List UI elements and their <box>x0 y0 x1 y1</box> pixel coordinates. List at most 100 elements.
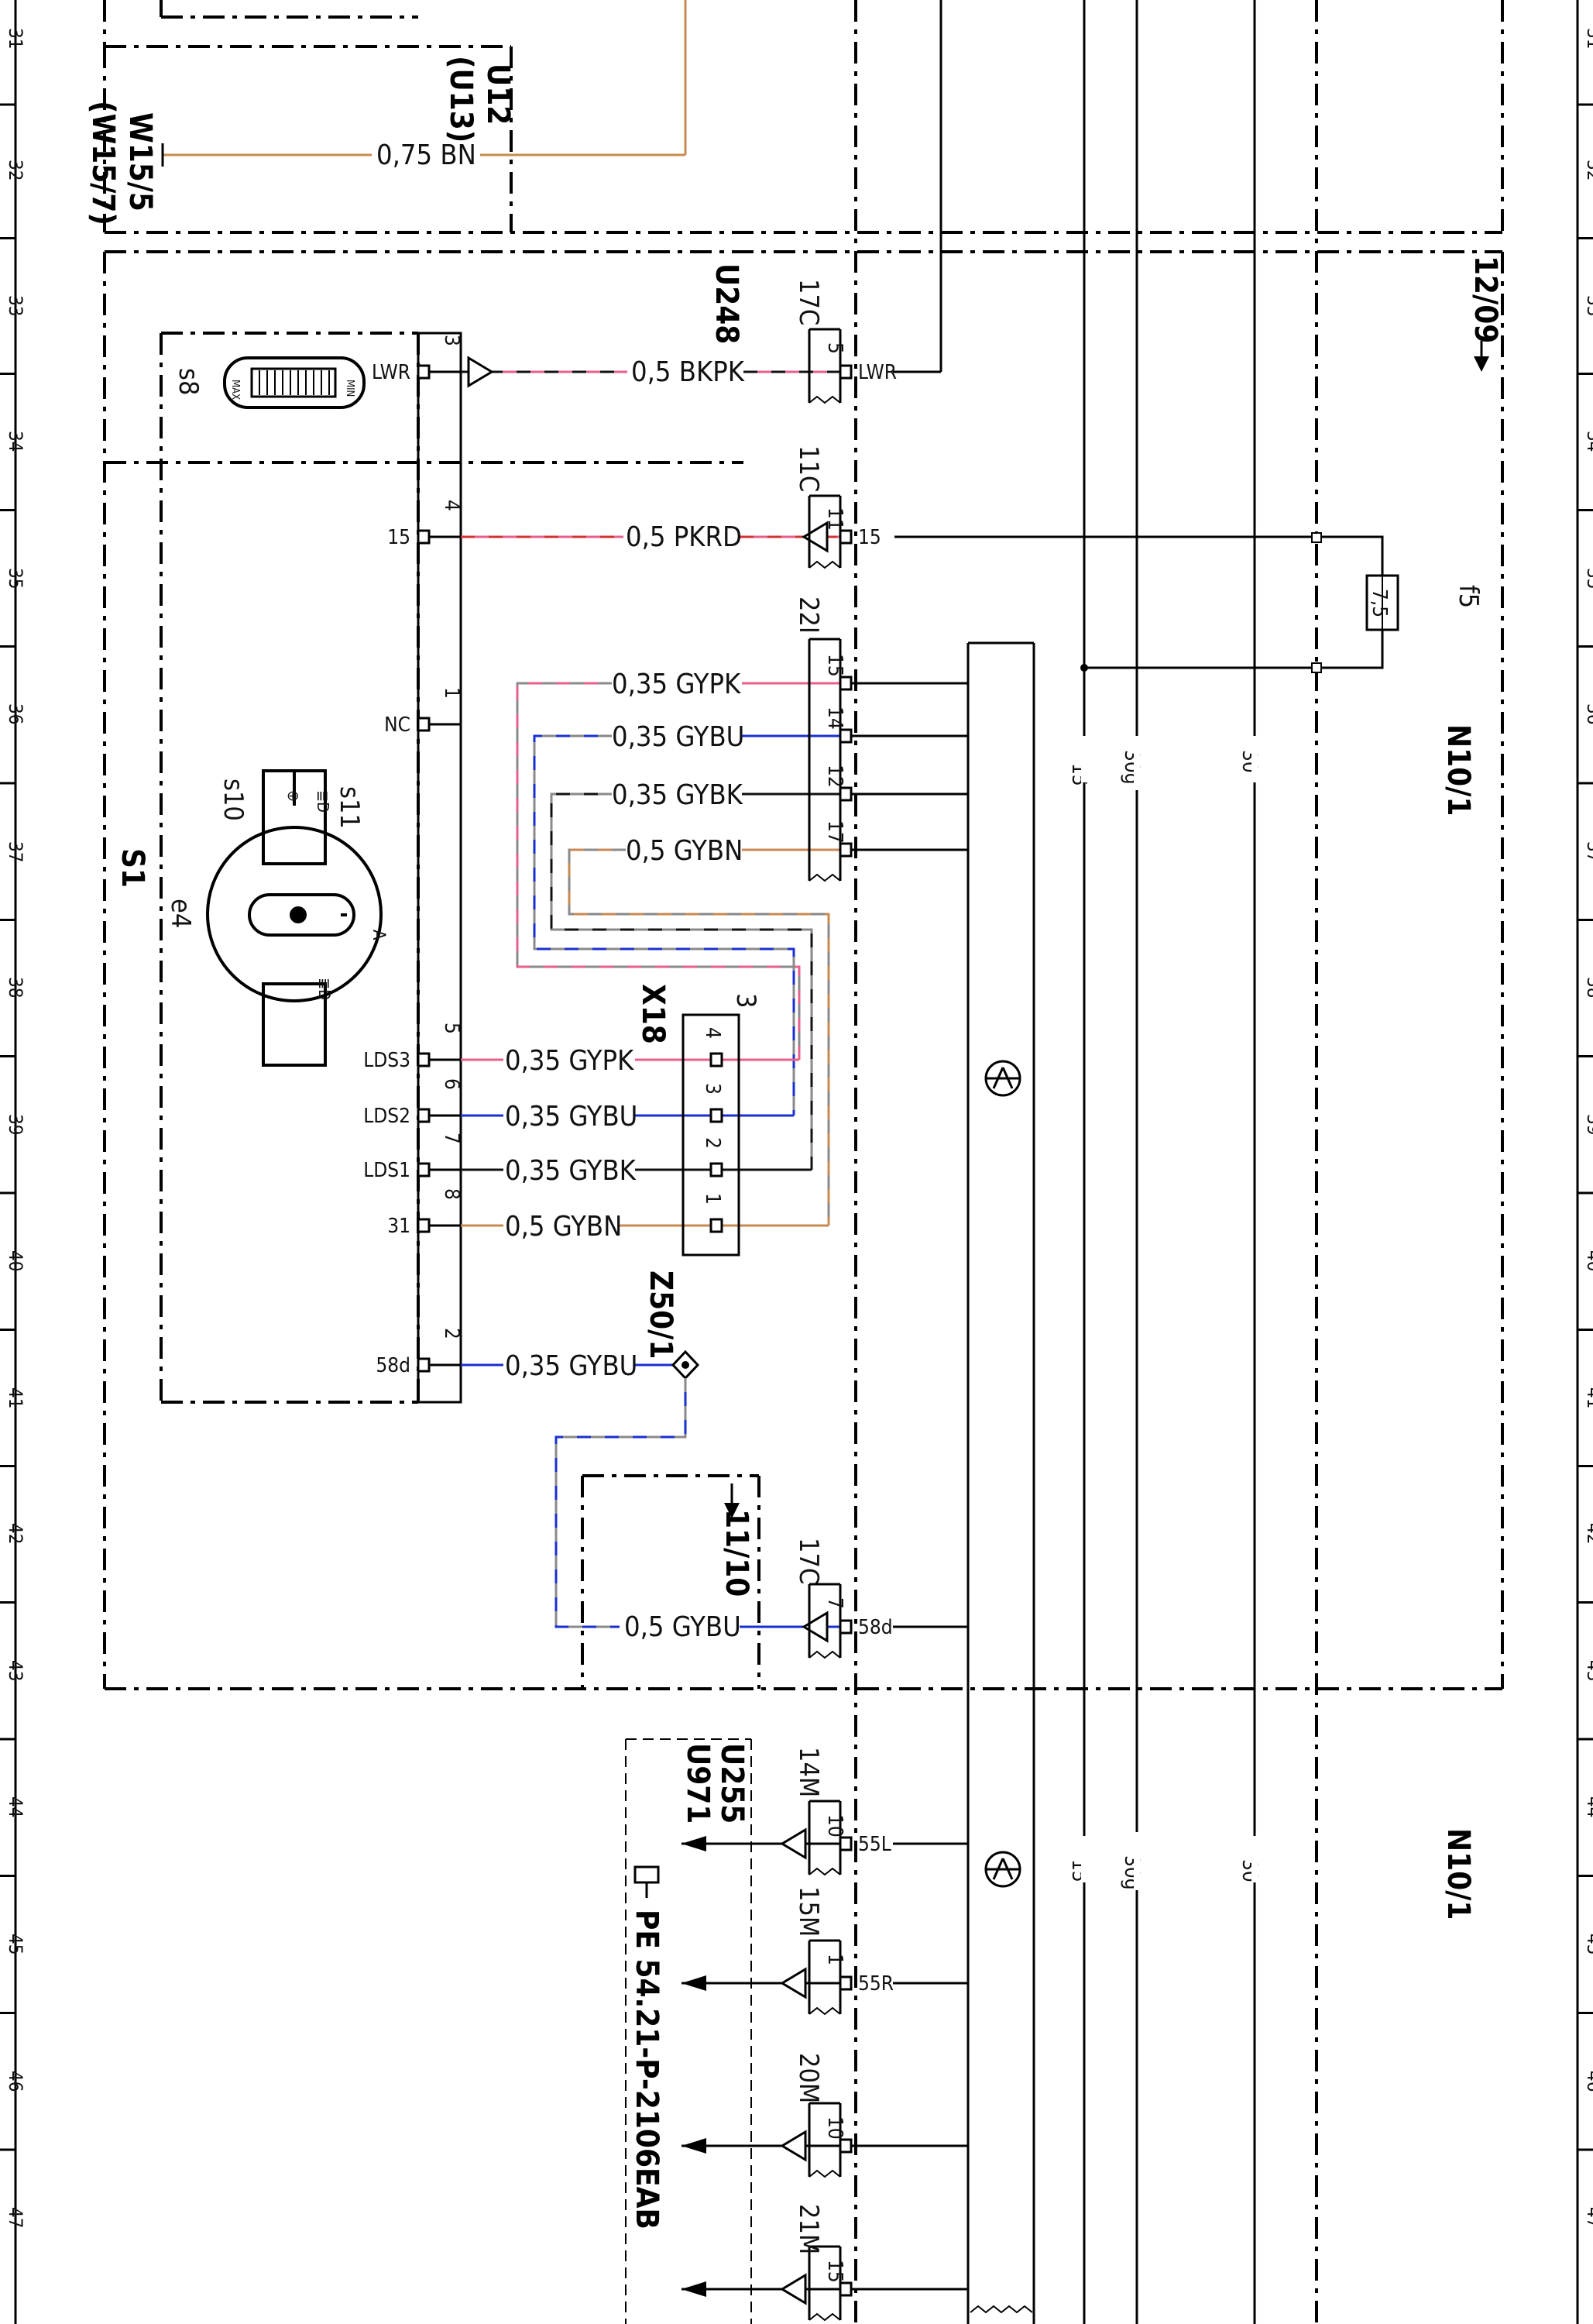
label-x18: X18 <box>635 984 671 1044</box>
ruler-label: 41 <box>5 1387 26 1408</box>
s1-pin-name: LDS1 <box>363 1159 410 1182</box>
u255-box <box>625 1738 752 2324</box>
wire-label: 0,35 GYBU <box>505 1101 637 1133</box>
connector-label: 17C <box>793 279 824 325</box>
s1-pin-name: 15 <box>387 526 410 549</box>
connector-pin-number: 12 <box>823 765 846 788</box>
label-f5: f5 <box>1453 585 1484 608</box>
pin-terminal <box>839 364 853 380</box>
rotary-light-switch-icon <box>206 769 383 1067</box>
pin-terminal <box>417 1357 431 1373</box>
pin-terminal <box>839 2138 853 2154</box>
ruler-label: 42 <box>5 1523 26 1544</box>
svg-text:⊕: ⊕ <box>284 790 303 802</box>
pin-terminal <box>417 364 431 380</box>
connector-pin-number: 17 <box>823 820 846 844</box>
ruler-label: 35 <box>5 568 26 589</box>
bus-labels: 15 30g 30 15 30g 30 <box>1067 750 1261 1890</box>
transistor-icon <box>984 1851 1021 1888</box>
label-u971: U971 <box>680 1743 716 1824</box>
label-z50-1: Z50/1 <box>643 1270 678 1359</box>
wire-label: 0,5 GYBN <box>626 835 743 867</box>
s1-component: S1 s8 s10 s11 e4 MAX MIN <box>115 332 462 1404</box>
svg-text:A: A <box>369 930 388 940</box>
connector-pin-name: 55R <box>858 1972 894 1996</box>
ruler-label: 34 <box>5 431 26 452</box>
pin-terminal <box>417 717 431 732</box>
ruler-label: 33 <box>1583 295 1593 316</box>
label-s11: s11 <box>334 786 365 829</box>
internal-bus-bar <box>966 641 1035 2324</box>
ruler-label: 35 <box>1583 568 1593 589</box>
s1-pin-number: 5 <box>440 1023 463 1034</box>
fuse-value: 7,5 <box>1368 589 1391 617</box>
pin-terminal <box>709 1108 723 1123</box>
ruler-label: 37 <box>5 841 26 862</box>
ruler-label: 39 <box>1583 1114 1593 1135</box>
connector-pin-name: 55L <box>858 1833 891 1856</box>
ruler-label: 39 <box>5 1114 26 1135</box>
ruler-label: 33 <box>5 295 26 316</box>
pin-terminal <box>839 529 853 545</box>
ruler-label: 43 <box>1583 1660 1593 1681</box>
pin-terminal <box>417 529 431 545</box>
fuse-f5: 7,5 f5 <box>894 532 1484 673</box>
connector-label: 22I <box>793 596 824 634</box>
wire-label: 0,35 GYPK <box>505 1045 634 1077</box>
connector-label: 15M <box>793 1886 824 1937</box>
ruler-label: 43 <box>5 1660 26 1681</box>
pin-terminal <box>417 1108 431 1123</box>
ruler-label: 38 <box>1583 977 1593 998</box>
connector-pin-number: 14 <box>823 706 846 730</box>
ruler-label: 46 <box>5 2071 26 2092</box>
label-s1: S1 <box>115 848 150 888</box>
wire-label: 0,35 GYBK <box>612 779 743 811</box>
transistor-icon <box>984 1060 1021 1097</box>
pin-terminal <box>417 1052 431 1067</box>
s1-pin-name: NC <box>384 713 410 737</box>
wire-label: 0,5 GYBN <box>505 1211 622 1243</box>
label-u12: U12 <box>480 64 516 125</box>
wire-05bkpk: 0,5 BKPK <box>461 356 840 388</box>
ruler-label: 44 <box>1583 1796 1593 1817</box>
pin-terminal <box>839 2281 853 2297</box>
label-w15-7: (W15/7) <box>85 101 121 225</box>
wire-label: 0,5 GYBU <box>624 1611 741 1643</box>
label-n10-1-bottom: N10/1 <box>1440 1828 1476 1920</box>
ruler-label: 32 <box>5 160 26 180</box>
s1-pin-name: LWR <box>372 361 410 384</box>
wire-05gybu: 0,5 GYBU <box>554 1378 840 1643</box>
pin-terminal <box>839 842 853 858</box>
s1-pin-number: 1 <box>440 687 463 699</box>
s1-pin-number: 6 <box>440 1078 463 1090</box>
connector-pin-name: 15 <box>858 526 881 549</box>
wire-label: 0,35 GYBK <box>505 1155 637 1187</box>
pin-terminal <box>839 676 853 691</box>
pin-terminal <box>709 1162 723 1177</box>
slider-icon: MAX MIN <box>223 356 366 409</box>
ref-11-10: 11/10 <box>719 1509 754 1597</box>
ruler-label: 46 <box>1583 2071 1593 2092</box>
connector-label: 14M <box>793 1747 824 1797</box>
wire-035gybu-c: 0,35 GYBU <box>461 1349 700 1382</box>
wire-075bn: 0,75 BN <box>161 0 687 171</box>
pe-reference: PE 54.21-P-2106EAB <box>629 1910 664 2229</box>
ruler-label: 31 <box>5 28 26 49</box>
label-e4: e4 <box>165 899 196 928</box>
wire-035gybk-a: 0,35 GYBK <box>550 779 840 1170</box>
pin-terminal <box>839 1619 853 1635</box>
connector-pin-number: 10 <box>823 2116 846 2140</box>
s1-pin-number: 8 <box>440 1188 463 1200</box>
svg-text:≣D: ≣D <box>314 790 332 813</box>
pin-terminal <box>839 1975 853 1991</box>
wire-035gybu-a: 0,35 GYBU <box>533 721 840 1116</box>
ruler-label: 42 <box>1583 1523 1593 1544</box>
label-u13: (U13) <box>443 56 479 143</box>
wire-05gybn-a: 0,5 GYBN <box>568 835 840 1226</box>
connector-label: 21M <box>793 2204 824 2254</box>
ruler-label: 37 <box>1583 841 1593 862</box>
wire-035gypk-a: 0,35 GYPK <box>516 669 840 1060</box>
